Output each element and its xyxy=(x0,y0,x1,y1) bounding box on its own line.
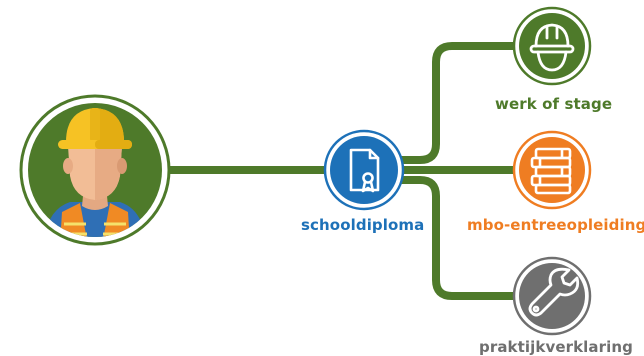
work-node[interactable] xyxy=(512,6,592,86)
hard-hat-icon xyxy=(529,23,575,72)
connector-diploma-work xyxy=(394,42,522,164)
connector-diploma-praktijk xyxy=(394,176,522,300)
praktijk-label: praktijkverklaring xyxy=(479,338,634,356)
certificate-document-icon xyxy=(349,148,380,193)
diploma-node[interactable] xyxy=(323,129,405,211)
praktijk-node[interactable] xyxy=(512,256,592,336)
worker-node xyxy=(19,94,171,246)
mbo-node[interactable] xyxy=(512,130,592,210)
diploma-label: schooldiploma xyxy=(301,216,425,234)
work-label: werk of stage xyxy=(495,95,613,113)
mbo-label: mbo-entreeopleiding xyxy=(467,216,644,234)
wrench-icon xyxy=(528,267,580,317)
connectors xyxy=(160,42,522,300)
book-stack-icon xyxy=(530,147,572,195)
